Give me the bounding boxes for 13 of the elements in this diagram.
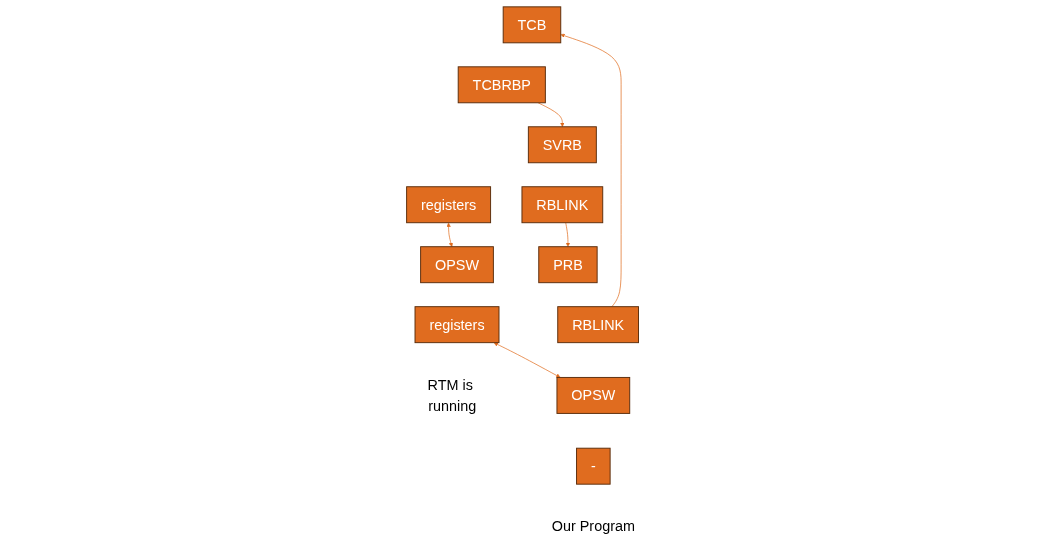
node-label: Our Program: [552, 517, 636, 534]
node-box: PRB: [538, 245, 599, 283]
node-box: OPSW: [556, 376, 631, 414]
node-box: TCBRBP: [458, 65, 547, 103]
node-box: RBLINK: [557, 305, 640, 343]
node-box: OPSW: [420, 245, 495, 283]
node-label: RTM is running: [427, 376, 477, 414]
node-box: RBLINK: [521, 185, 604, 223]
node-box: -: [576, 447, 612, 485]
node-box: registers: [414, 305, 500, 343]
node-box: registers: [406, 185, 492, 223]
node-box: TCB: [503, 5, 562, 43]
node-box: SVRB: [528, 125, 598, 163]
